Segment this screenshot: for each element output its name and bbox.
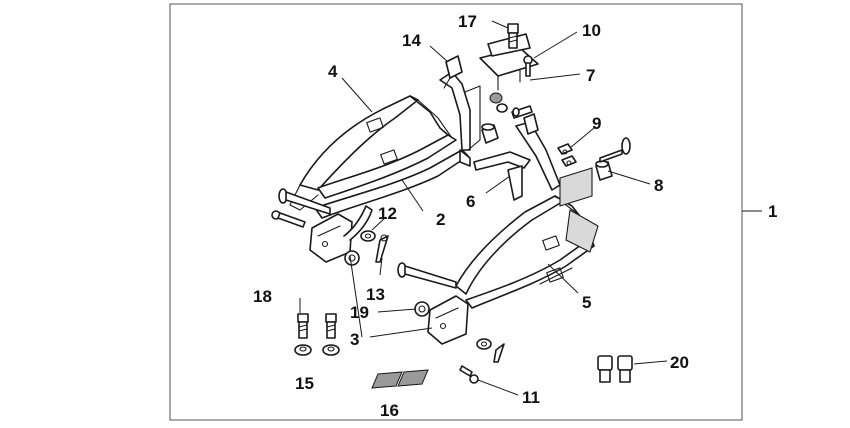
part-16-pads	[371, 369, 429, 389]
callout-8: 8	[654, 176, 663, 195]
part-long-bolt-lower	[397, 262, 457, 289]
leader-lines	[299, 20, 762, 396]
callout-19: 19	[350, 303, 369, 322]
part-right-lower-bracket	[427, 295, 469, 345]
callout-20: 20	[670, 353, 689, 372]
callout-16: 16	[380, 401, 399, 420]
callout-3: 3	[350, 330, 359, 349]
part-18-bolts	[297, 313, 337, 339]
part-8-bushing	[595, 160, 613, 181]
part-center-strut	[515, 113, 561, 191]
part-bolt-left	[278, 188, 331, 215]
callout-10: 10	[582, 21, 601, 40]
callout-4: 4	[328, 62, 338, 81]
part-2-left-lower-bar	[314, 71, 481, 219]
part-19-nut	[414, 301, 430, 317]
part-10-bolt	[523, 55, 533, 77]
callout-9: 9	[592, 114, 601, 133]
part-11-bolt	[459, 365, 479, 384]
part-3-bracket	[309, 205, 373, 263]
callout-11: 11	[522, 388, 540, 407]
part-15-nuts	[294, 344, 340, 356]
diagram-frame	[169, 3, 743, 421]
callout-17: 17	[458, 12, 477, 31]
callout-14: 14	[402, 31, 421, 50]
part-cotter-pin-lower	[493, 343, 505, 363]
part-bolt-right	[599, 137, 631, 163]
part-small-bolt-left	[271, 210, 306, 228]
part-right-panel	[559, 167, 593, 207]
part-13-cotter-pin	[375, 234, 389, 263]
callout-2: 2	[436, 210, 445, 229]
callout-18: 18	[253, 287, 272, 306]
callout-5: 5	[582, 293, 591, 312]
callout-13: 13	[366, 285, 385, 304]
callout-6: 6	[466, 192, 475, 211]
part-12-washer	[360, 230, 376, 242]
part-6-u-bracket	[473, 151, 531, 201]
callout-1: 1	[768, 202, 777, 221]
callout-15: 15	[295, 374, 314, 393]
part-20-nuts	[597, 355, 633, 383]
part-9-bolts	[557, 143, 577, 167]
part-14-top-bracket	[443, 55, 463, 89]
callout-7: 7	[586, 66, 595, 85]
part-bushing-upper	[489, 92, 508, 113]
callout-12: 12	[378, 204, 397, 223]
part-nut-left	[344, 250, 360, 266]
part-17-bolt	[507, 23, 519, 49]
part-washer-lower	[476, 338, 492, 350]
part-spacer-left	[481, 123, 499, 144]
part-bolt-mid	[511, 105, 533, 119]
